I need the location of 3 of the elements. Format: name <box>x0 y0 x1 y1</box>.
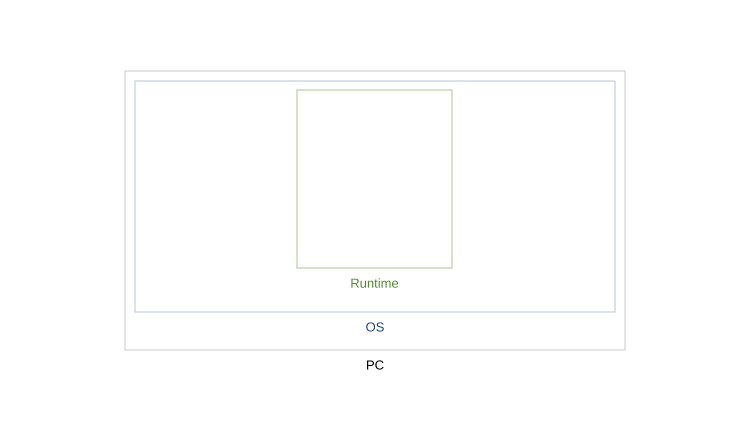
box-title: PC <box>367 360 384 370</box>
box-title: OS <box>366 322 384 332</box>
box-title: Runtime <box>351 278 398 288</box>
